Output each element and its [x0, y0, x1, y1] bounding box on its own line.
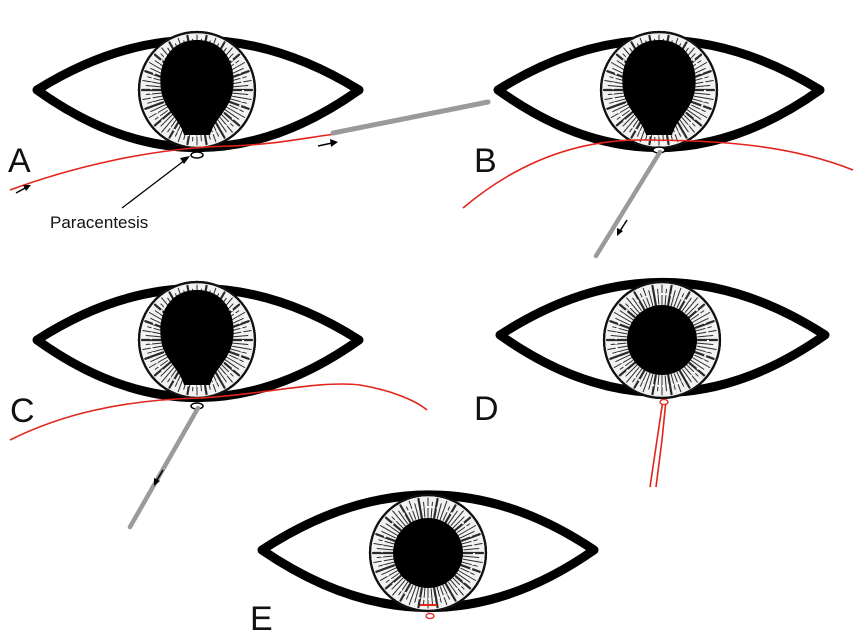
panel-c: C [10, 282, 427, 527]
panel-label-d: D [474, 390, 499, 428]
needle-a [333, 102, 488, 133]
needle-c [130, 408, 198, 527]
suture-knot-d [660, 400, 668, 405]
paracentesis-mark-e [426, 614, 434, 619]
panel-e: E [250, 495, 594, 635]
paracentesis-label: Paracentesis [50, 213, 148, 232]
suture-thread-d [650, 400, 666, 487]
arrow-icon [318, 139, 338, 147]
panel-label-c: C [10, 392, 35, 430]
panel-label-a: A [8, 142, 31, 180]
panel-label-b: B [474, 142, 497, 180]
panel-a: Paracentesis A [8, 32, 488, 232]
panel-label-e: E [250, 600, 273, 635]
paracentesis-mark-a [191, 152, 203, 158]
pupil-d [627, 305, 697, 375]
needle-b [596, 152, 660, 256]
pupil-e [393, 518, 463, 588]
arrow-icon [154, 470, 163, 486]
panel-d: D [474, 282, 825, 487]
panel-b: B [463, 32, 853, 256]
paracentesis-pointer [122, 156, 190, 208]
